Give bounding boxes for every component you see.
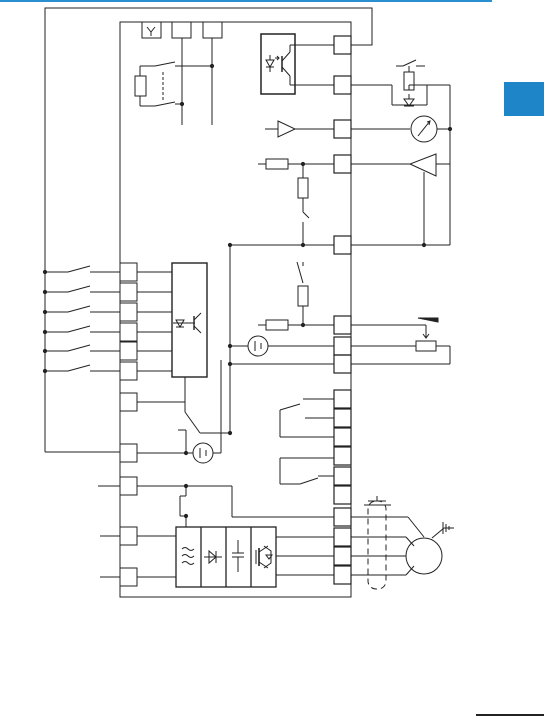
optocoupler-icon [261,34,334,94]
igbt-icon [256,546,272,568]
top-terminals [142,22,222,38]
potentiometer-icon [351,318,450,364]
buffer-amplifier-icon [265,121,334,137]
inverter-enclosure [120,22,351,597]
freewheel-diode-icon [351,60,450,245]
filter-icon [182,548,194,565]
feedback-loop-wire [45,8,372,452]
input-optocoupler-block [137,263,207,377]
relay-coil-icon [135,38,214,125]
rectifier-diode-icon [204,551,222,563]
resistor-icon [228,159,334,330]
right-terminal-strip [334,36,351,584]
digital-input-switches [43,263,137,586]
internal-control-wiring [137,360,232,463]
ground-icon [432,522,454,538]
capacitor-icon [232,540,244,572]
comparator-icon [351,154,450,247]
dc-source-icon [228,245,334,433]
meter-icon [351,116,452,142]
output-relay-contacts [280,399,334,484]
motor-icon [351,517,442,575]
power-output-wiring [276,537,334,575]
power-input-wiring [98,484,334,577]
